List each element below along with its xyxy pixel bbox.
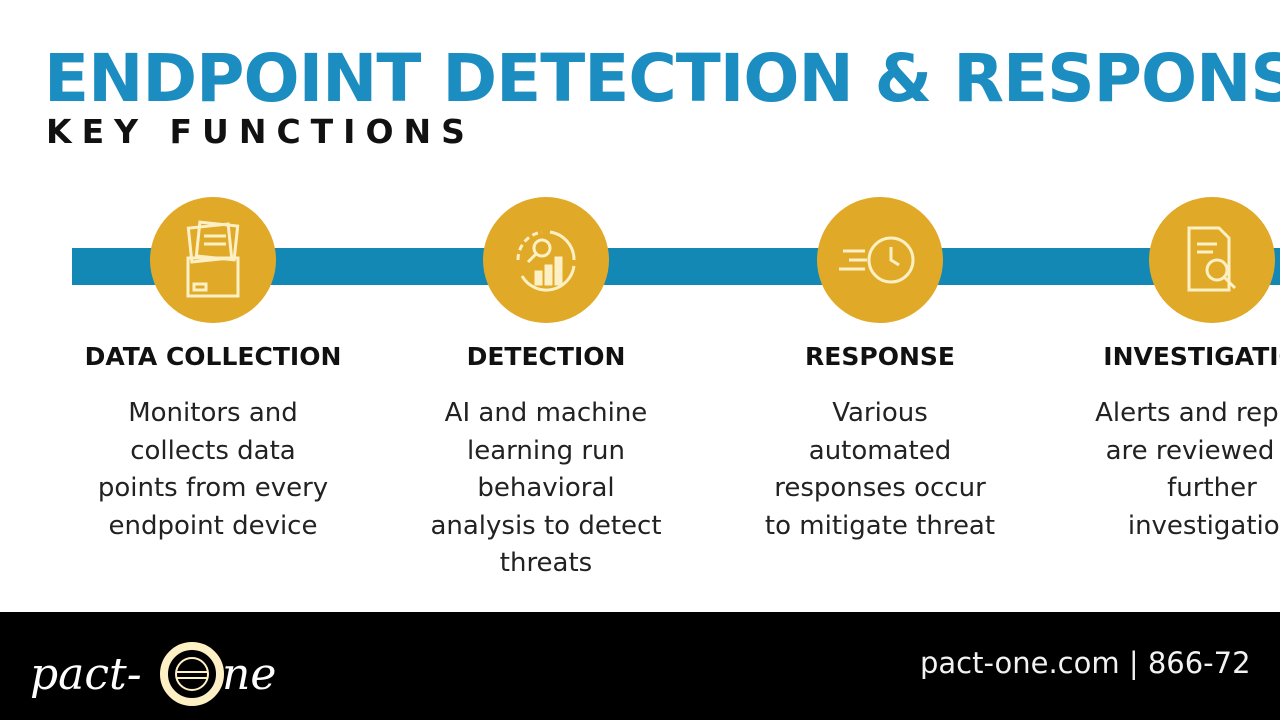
desc-line: automated bbox=[808, 435, 952, 466]
desc-line: are reviewed for bbox=[1105, 435, 1280, 466]
desc-line: further bbox=[1167, 473, 1257, 503]
desc-line: Various bbox=[832, 398, 928, 428]
desc-line: investigation bbox=[1127, 510, 1280, 541]
step-description: Alerts and reports are reviewed for furt… bbox=[1047, 395, 1280, 545]
desc-line: collects data bbox=[130, 435, 296, 466]
desc-line: AI and machine bbox=[444, 398, 648, 428]
step-description: AI and machine learning run behavioral a… bbox=[381, 395, 711, 583]
step-title: INVESTIGATION bbox=[1103, 342, 1280, 371]
desc-line: to mitigate threat bbox=[764, 510, 996, 541]
desc-line: endpoint device bbox=[108, 510, 318, 541]
page-subtitle: KEY FUNCTIONS bbox=[46, 112, 475, 151]
footer: pact- ne pact-one.com | 866-72 bbox=[0, 612, 1280, 720]
step-title: RESPONSE bbox=[805, 342, 955, 371]
svg-text:ne: ne bbox=[222, 649, 276, 700]
desc-line: learning run bbox=[467, 435, 625, 466]
desc-line: behavioral bbox=[477, 473, 615, 503]
folder-documents-icon bbox=[150, 197, 276, 323]
pact-one-logo: pact- ne bbox=[30, 634, 280, 714]
document-search-icon bbox=[1149, 197, 1275, 323]
desc-line: Alerts and reports bbox=[1095, 398, 1280, 428]
desc-line: responses occur bbox=[774, 473, 986, 503]
step-description: Various automated responses occur to mit… bbox=[715, 395, 1045, 545]
svg-text:pact-: pact- bbox=[30, 649, 142, 700]
contact-info: pact-one.com | 866-72 bbox=[920, 646, 1251, 680]
page-title: ENDPOINT DETECTION & RESPONSE bbox=[44, 40, 1280, 117]
desc-line: points from every bbox=[97, 473, 329, 503]
desc-line: threats bbox=[499, 548, 593, 578]
step-description: Monitors and collects data points from e… bbox=[48, 395, 378, 545]
analytics-search-icon bbox=[483, 197, 609, 323]
desc-line: analysis to detect bbox=[430, 510, 662, 541]
step-title: DATA COLLECTION bbox=[84, 342, 342, 371]
step-title: DETECTION bbox=[466, 342, 626, 371]
desc-line: Monitors and bbox=[128, 398, 298, 428]
fast-clock-icon bbox=[817, 197, 943, 323]
